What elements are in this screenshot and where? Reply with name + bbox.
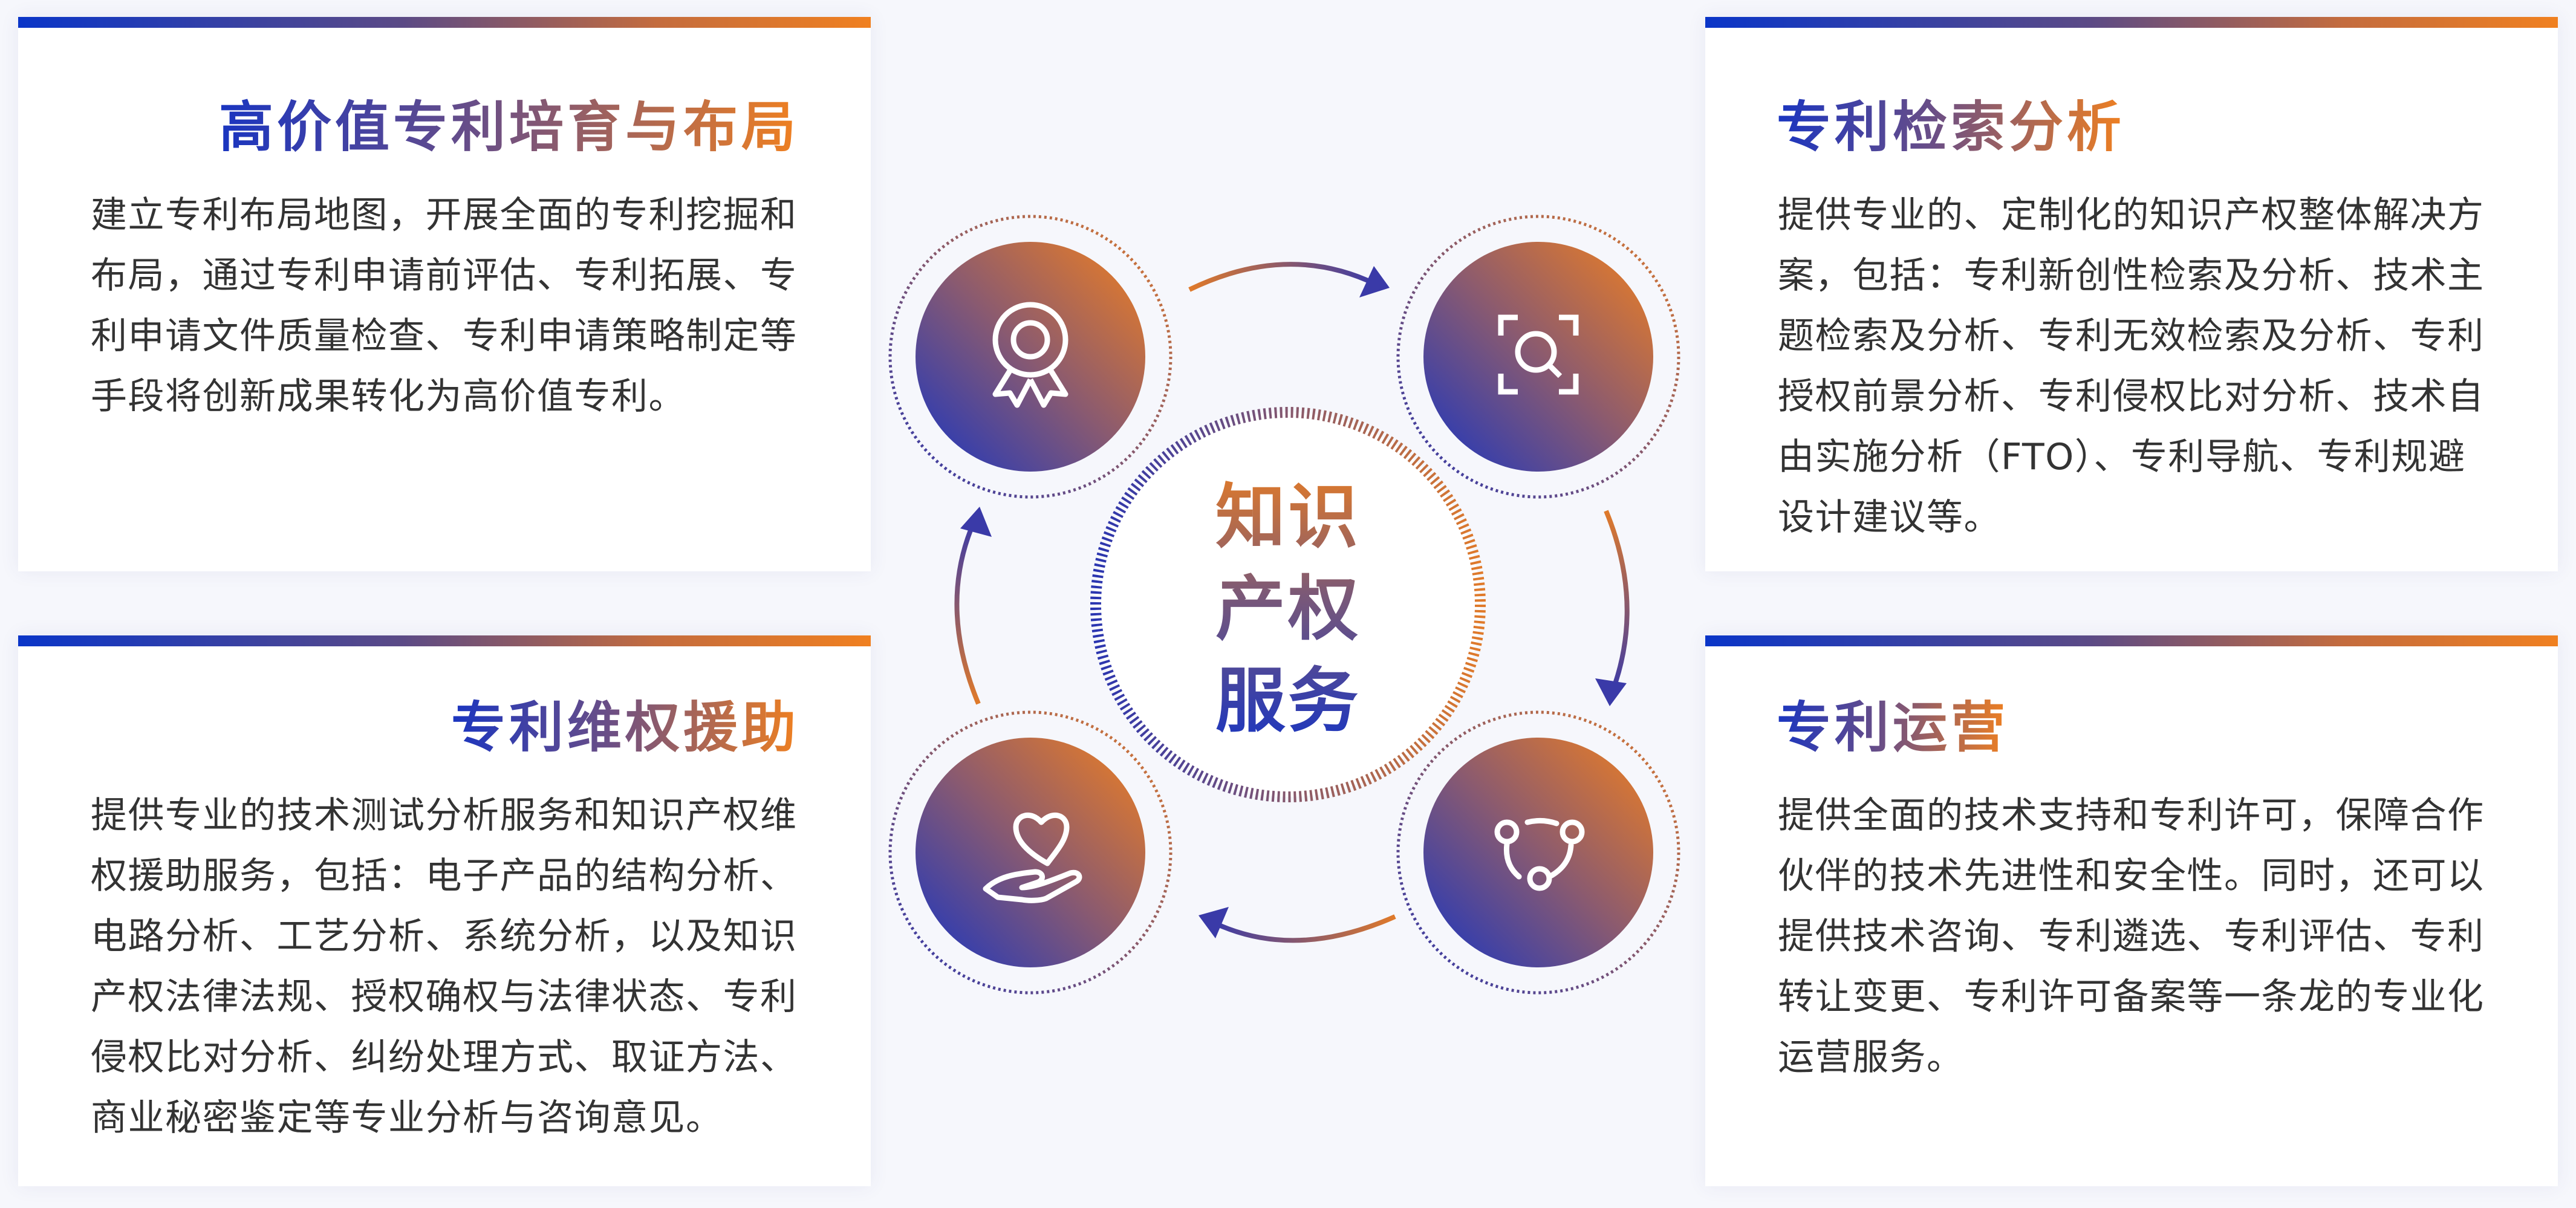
- text-line: 案，包括：专利新创性检索及分析、技术主: [1778, 255, 2485, 297]
- node-award: [888, 215, 1173, 499]
- node-search: [1396, 215, 1680, 499]
- card-accent-bar: [1705, 635, 2558, 646]
- text-line: 提供专业的技术测试分析服务和知识产权维: [91, 794, 798, 837]
- text-line: 电路分析、工艺分析、系统分析，以及知识: [91, 915, 798, 958]
- text-line: 授权前景分析、专利侵权比对分析、技术自: [1778, 375, 2485, 418]
- card-description: 提供专业的、定制化的知识产权整体解决方 案，包括：专利新创性检索及分析、技术主 …: [1778, 185, 2485, 548]
- card-accent-bar: [18, 17, 871, 28]
- text-line: 产权法律法规、授权确权与法律状态、专利: [91, 976, 798, 1018]
- arrow-left: [954, 507, 992, 705]
- text-line: 题检索及分析、专利无效检索及分析、专利: [1778, 315, 2485, 357]
- text-line: 设计建议等。: [1778, 496, 2001, 539]
- center-title: 知识 产权 服务: [1197, 472, 1379, 747]
- card-description: 建立专利布局地图，开展全面的专利挖掘和 布局，通过专利申请前评估、专利拓展、专 …: [91, 185, 798, 427]
- arrow-bottom: [1199, 907, 1396, 943]
- connection-nodes-icon: [1494, 817, 1585, 891]
- text-line: 提供专业的、定制化的知识产权整体解决方: [1778, 194, 2485, 236]
- card-description: 提供全面的技术支持和专利许可，保障合作 伙伴的技术先进性和安全性。同时，还可以 …: [1778, 785, 2485, 1088]
- award-ribbon-icon: [992, 302, 1068, 408]
- card-accent-bar: [18, 635, 871, 646]
- text-line: 侵权比对分析、纠纷处理方式、取证方法、: [91, 1036, 798, 1079]
- card-patent-search: 专利检索分析 提供专业的、定制化的知识产权整体解决方 案，包括：专利新创性检索及…: [1705, 17, 2558, 571]
- text-line: 由实施分析（FTO）、专利导航、专利规避: [1778, 436, 2466, 478]
- center-dashed-ring: [1090, 407, 1486, 802]
- card-title: 专利检索分析: [1777, 94, 2125, 161]
- scan-search-icon: [1498, 314, 1579, 395]
- text-line: 布局，通过专利申请前评估、专利拓展、专: [91, 255, 798, 297]
- node-aid: [888, 710, 1173, 995]
- text-line: 转让变更、专利许可备案等一条龙的专业化: [1778, 976, 2485, 1018]
- card-title: 高价值专利培育与布局: [219, 94, 799, 161]
- card-description: 提供专业的技术测试分析服务和知识产权维 权援助服务，包括：电子产品的结构分析、 …: [91, 785, 798, 1148]
- arrow-top: [1188, 262, 1390, 297]
- text-line: 伙伴的技术先进性和安全性。同时，还可以: [1778, 855, 2485, 897]
- center-title-line: 服务: [1215, 660, 1361, 742]
- text-line: 提供全面的技术支持和专利许可，保障合作: [1778, 794, 2485, 837]
- center-title-line: 知识: [1215, 476, 1361, 558]
- card-accent-bar: [1705, 17, 2558, 28]
- card-patent-rights-aid: 专利维权援助 提供专业的技术测试分析服务和知识产权维 权援助服务，包括：电子产品…: [18, 635, 871, 1186]
- text-line: 提供技术咨询、专利遴选、专利评估、专利: [1778, 915, 2485, 958]
- card-title: 专利运营: [1777, 695, 2009, 761]
- node-operation: [1396, 710, 1680, 995]
- text-line: 权援助服务，包括：电子产品的结构分析、: [91, 855, 798, 897]
- text-line: 运营服务。: [1778, 1036, 1964, 1079]
- card-high-value-patent: 高价值专利培育与布局 建立专利布局地图，开展全面的专利挖掘和 布局，通过专利申请…: [18, 17, 871, 571]
- heart-hand-icon: [983, 813, 1082, 903]
- card-title: 专利维权援助: [451, 695, 799, 761]
- text-line: 建立专利布局地图，开展全面的专利挖掘和: [91, 194, 798, 236]
- center-title-line: 产权: [1215, 568, 1361, 650]
- text-line: 手段将创新成果转化为高价值专利。: [91, 375, 686, 418]
- text-line: 利申请文件质量检查、专利申请策略制定等: [91, 315, 798, 357]
- card-patent-operation: 专利运营 提供全面的技术支持和专利许可，保障合作 伙伴的技术先进性和安全性。同时…: [1705, 635, 2558, 1186]
- arrow-right: [1595, 510, 1630, 706]
- text-line: 商业秘密鉴定等专业分析与咨询意见。: [91, 1097, 723, 1139]
